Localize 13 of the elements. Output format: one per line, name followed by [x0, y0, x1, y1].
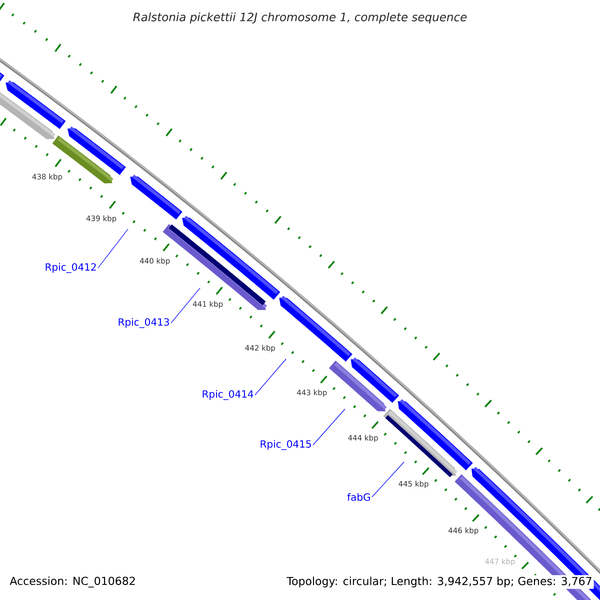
leader-line — [312, 408, 346, 446]
leader-line — [98, 228, 128, 268]
title: Ralstonia pickettii 12J chromosome 1, complete sequence — [133, 12, 467, 24]
leader-line — [170, 288, 200, 324]
gene-label: Rpic_0414 — [202, 390, 254, 400]
accession-text: Accession: NC_010682 — [8, 575, 138, 589]
leader-line — [372, 462, 404, 498]
gene-label: Rpic_0413 — [118, 318, 169, 328]
gene-label: Rpic_0412 — [46, 263, 96, 273]
gene-label: Rpic_0415 — [260, 440, 311, 450]
topology-text: Topology: circular; Length: 3,942,557 bp; Genes: 3,767 — [285, 575, 594, 589]
gene-label: fabG — [347, 493, 370, 501]
leader-line — [254, 358, 286, 396]
